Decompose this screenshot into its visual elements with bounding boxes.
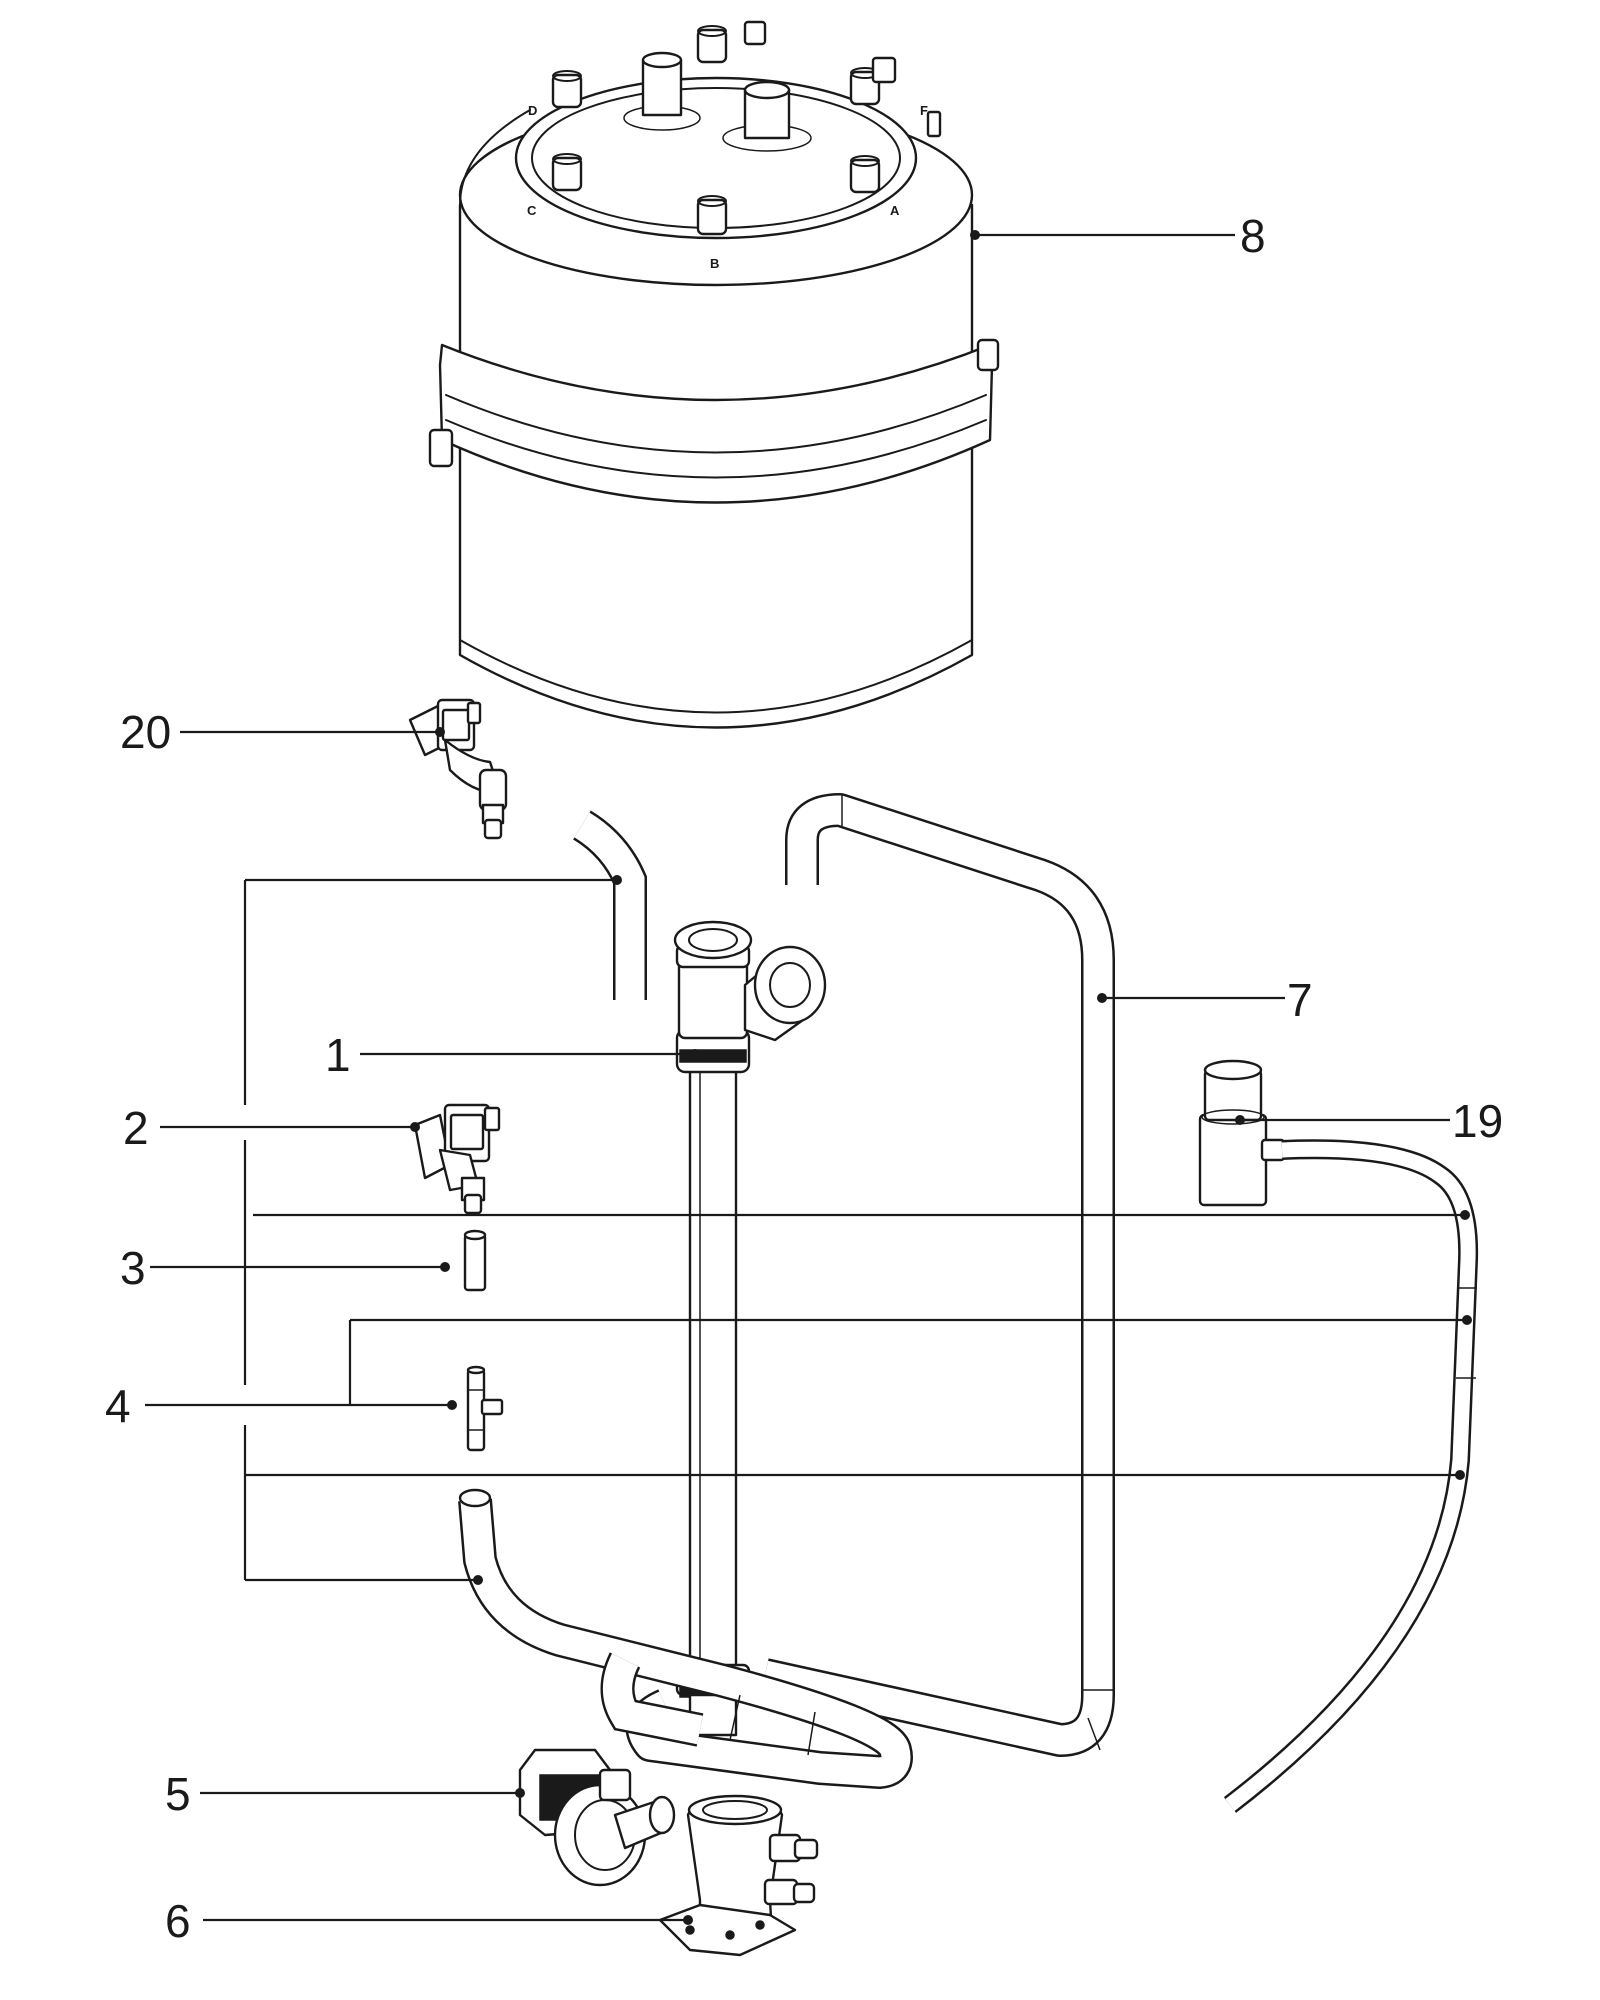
drain-pump-part-5 [518, 1748, 676, 1887]
tube-part-3 [463, 1229, 487, 1292]
callout-2: 2 [123, 1102, 149, 1154]
solenoid-valve-part-20 [408, 698, 508, 840]
cylinder-letter-b: B [710, 256, 719, 271]
steam-cylinder-part-8: C B A D F [428, 20, 1000, 729]
leader-lines [145, 230, 1472, 1925]
cylinder-letter-f: F [920, 103, 928, 118]
callout-labels: 8 20 7 1 19 2 3 4 5 6 [105, 210, 1503, 1947]
fill-hose-part-7 [761, 793, 1115, 1757]
tee-connector-part-4 [466, 1365, 504, 1452]
level-sensor-part-19 [1198, 1059, 1479, 1813]
cylinder-letter-c: C [527, 203, 537, 218]
callout-1: 1 [325, 1029, 351, 1081]
callout-7: 7 [1287, 974, 1313, 1026]
elbow-hose [572, 810, 647, 1000]
callout-4: 4 [105, 1380, 131, 1432]
pump-housing-part-6 [658, 1794, 819, 1957]
cylinder-letter-d: D [528, 103, 537, 118]
solenoid-valve-part-2 [413, 1103, 501, 1215]
callout-5: 5 [165, 1768, 191, 1820]
callout-3: 3 [120, 1242, 146, 1294]
callout-20: 20 [120, 706, 171, 758]
tee-fitting-part-1 [673, 920, 827, 1737]
return-hose [458, 1488, 913, 1789]
callout-6: 6 [165, 1895, 191, 1947]
callout-19: 19 [1452, 1095, 1503, 1147]
callout-8: 8 [1240, 210, 1266, 262]
cylinder-letter-a: A [890, 203, 900, 218]
